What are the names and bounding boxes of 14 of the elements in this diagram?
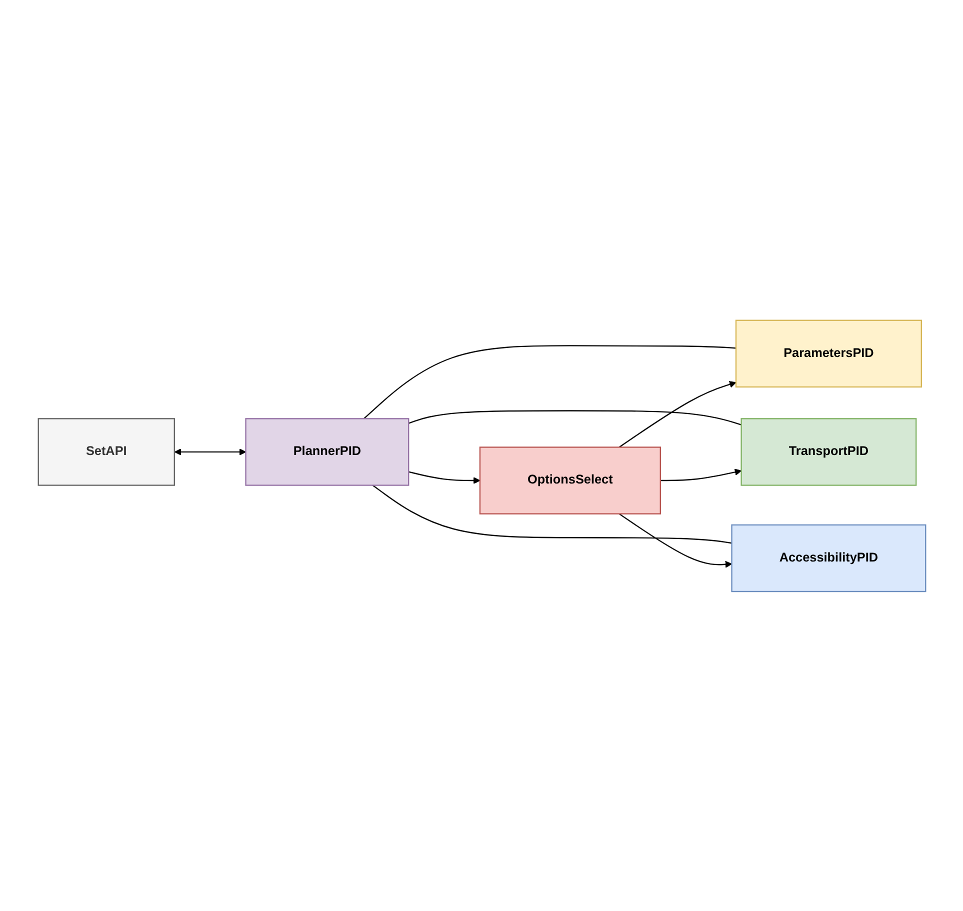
node-box: TransportPID bbox=[740, 418, 916, 486]
arrow bbox=[408, 470, 480, 484]
connector bbox=[372, 484, 732, 544]
connector bbox=[408, 410, 741, 425]
arrow bbox=[618, 380, 736, 448]
arrow bbox=[174, 448, 246, 456]
connector bbox=[362, 344, 736, 419]
node-box: ParametersPID bbox=[734, 319, 922, 388]
arrow bbox=[660, 468, 742, 481]
arrow bbox=[618, 512, 732, 568]
node-box: OptionsSelect bbox=[478, 446, 660, 514]
node-box: AccessibilityPID bbox=[730, 524, 926, 592]
node-box: SetAPI bbox=[37, 418, 174, 486]
node-box: PlannerPID bbox=[244, 418, 409, 486]
